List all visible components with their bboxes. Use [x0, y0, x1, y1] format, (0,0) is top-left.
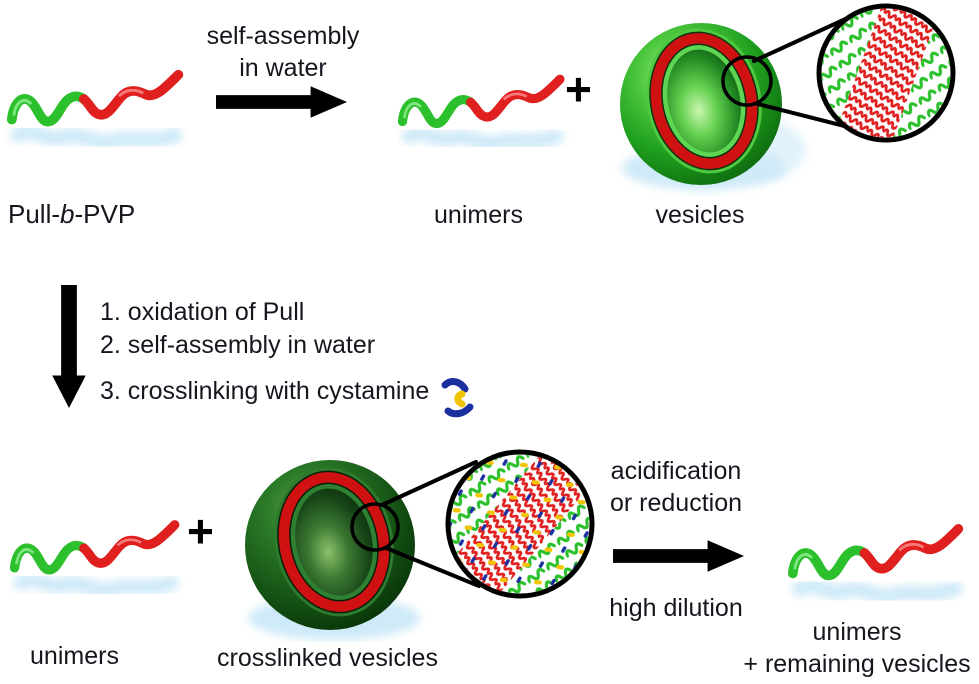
copolymer-label-b: b — [60, 199, 75, 229]
acidification-line2: or reduction — [609, 489, 743, 517]
plus-sign-bottom: + — [187, 505, 214, 557]
arrow-right-icon — [216, 86, 348, 118]
self-assembly-line1: self-assembly — [206, 22, 360, 50]
arrow-down-icon — [52, 285, 86, 409]
result-label: unimers + remaining vesicles — [735, 616, 979, 680]
vesicle-group-top — [620, 3, 956, 190]
process-steps: 1. oxidation of Pull 2. self-assembly in… — [100, 296, 475, 421]
unimers-label-bottom: unimers — [30, 642, 119, 670]
result-line2: + remaining vesicles — [743, 650, 971, 678]
unimers-label-top: unimers — [434, 201, 523, 229]
step-1: 1. oxidation of Pull — [100, 298, 305, 326]
acidification-line1: acidification — [610, 457, 742, 485]
copolymer-label-suffix: -PVP — [74, 199, 136, 229]
crosslinked-vesicles-label: crosslinked vesicles — [217, 644, 438, 672]
unimer-chain-result — [786, 506, 970, 606]
copolymer-label-prefix: Pull- — [8, 199, 61, 229]
magnifier-small-circle — [350, 502, 400, 552]
acidification-label: acidification or reduction — [596, 455, 756, 519]
self-assembly-label: self-assembly in water — [183, 20, 383, 84]
crosslink-marks — [450, 454, 590, 594]
copolymer-label: Pull-b-PVP — [8, 198, 135, 230]
step-3-text: 3. crosslinking with cystamine — [100, 377, 430, 405]
self-assembly-line2: in water — [239, 54, 327, 82]
vesicles-label: vesicles — [655, 201, 745, 229]
step-3: 3. crosslinking with cystamine — [100, 362, 475, 420]
arrow-right-icon — [613, 540, 745, 572]
unimer-chain-top — [396, 57, 571, 153]
cystamine-icon — [441, 378, 474, 418]
plus-sign-top: + — [565, 63, 592, 115]
magnifier-small-circle — [721, 55, 773, 107]
copolymer-chain — [5, 52, 190, 152]
vesicle-group-bottom — [245, 449, 595, 640]
result-line1: unimers — [812, 618, 902, 646]
unimer-chain-bottom — [8, 502, 186, 600]
step-2: 2. self-assembly in water — [100, 331, 376, 359]
high-dilution-label: high dilution — [609, 594, 743, 622]
